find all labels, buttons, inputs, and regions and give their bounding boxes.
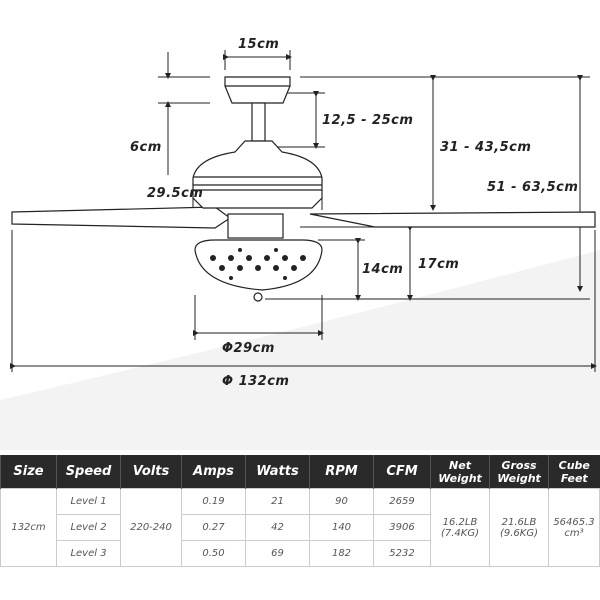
- dim-glass-diameter: Φ29cm: [222, 341, 275, 356]
- cube-unit: cm³: [564, 527, 584, 539]
- cell-watts: 42: [245, 514, 310, 541]
- header-speed: Speed: [56, 455, 121, 489]
- table-row: Level 3 0.50 69 182 5232: [1, 540, 600, 567]
- header-volts: Volts: [120, 455, 182, 489]
- cell-cfm: 5232: [373, 540, 431, 567]
- header-amps: Amps: [181, 455, 246, 489]
- net-weight-lb: 16.2LB: [442, 516, 478, 528]
- cell-cfm: 2659: [373, 488, 431, 515]
- cell-cfm: 3906: [373, 514, 431, 541]
- spec-header-row: Size Speed Volts Amps Watts RPM CFM Net …: [0, 455, 600, 489]
- cell-net-weight: 16.2LB(7.4KG): [430, 488, 490, 567]
- cell-watts: 21: [245, 488, 310, 515]
- dim-blade-span: Φ 132cm: [222, 374, 290, 389]
- dim-height-to-blade: 31 - 43,5cm: [440, 140, 532, 155]
- spec-table: Size Speed Volts Amps Watts RPM CFM Net …: [0, 455, 600, 567]
- header-cfm: CFM: [373, 455, 431, 489]
- dim-glass-height: 14cm: [362, 262, 404, 277]
- cell-watts: 69: [245, 540, 310, 567]
- cell-speed: Level 2: [56, 514, 121, 541]
- cell-amps: 0.27: [181, 514, 246, 541]
- cell-rpm: 182: [309, 540, 374, 567]
- dim-downrod: 12,5 - 25cm: [322, 113, 414, 128]
- cell-gross-weight: 21.6LB(9.6KG): [489, 488, 549, 567]
- header-cube-feet: Cube Feet: [548, 455, 600, 489]
- dim-canopy-width: 15cm: [238, 37, 280, 52]
- gross-weight-kg: (9.6KG): [499, 527, 538, 539]
- header-gross-weight: Gross Weight: [489, 455, 549, 489]
- header-size: Size: [0, 455, 57, 489]
- table-row: 132cm Level 1 220-240 0.19 21 90 2659 16…: [0, 488, 600, 567]
- cell-rpm: 140: [309, 514, 374, 541]
- dim-light-kit-height: 17cm: [418, 257, 460, 272]
- dim-canopy-height: 6cm: [130, 140, 162, 155]
- dim-motor-width: 29.5cm: [147, 186, 204, 201]
- gross-weight-lb: 21.6LB: [501, 516, 537, 528]
- cell-volts: 220-240: [120, 488, 182, 567]
- header-watts: Watts: [245, 455, 310, 489]
- cell-speed: Level 3: [56, 540, 121, 567]
- cell-speed: Level 1: [56, 488, 121, 515]
- header-rpm: RPM: [309, 455, 374, 489]
- cell-amps: 0.50: [181, 540, 246, 567]
- net-weight-kg: (7.4KG): [440, 527, 479, 539]
- header-net-weight: Net Weight: [430, 455, 490, 489]
- cell-size: 132cm: [0, 488, 57, 567]
- cell-amps: 0.19: [181, 488, 246, 515]
- ceiling-fan-drawing: [0, 50, 600, 450]
- cell-rpm: 90: [309, 488, 374, 515]
- dim-total-height: 51 - 63,5cm: [487, 180, 579, 195]
- cube-value: 56465.3: [553, 516, 595, 528]
